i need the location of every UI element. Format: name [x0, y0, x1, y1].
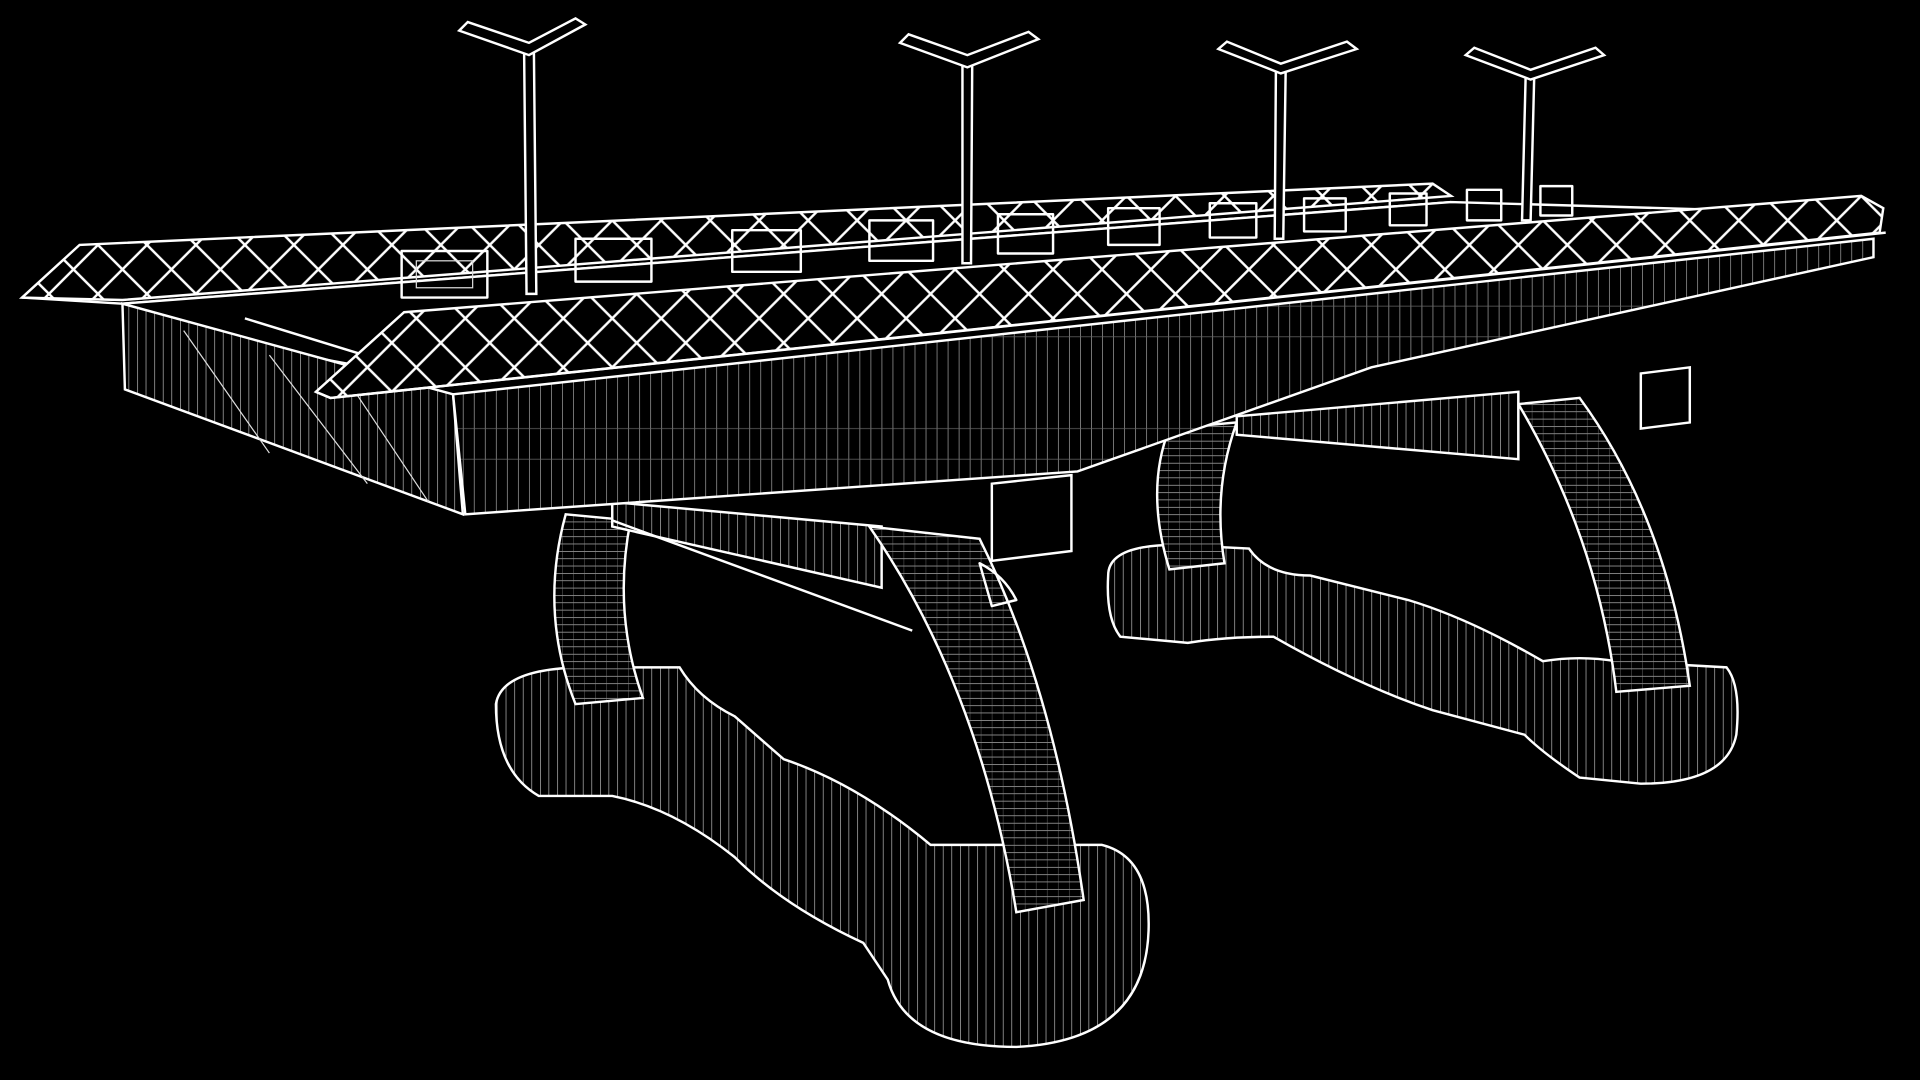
planter-boxes [400, 184, 1574, 299]
cross-beam-front [611, 500, 913, 632]
pontoon-base-front [494, 666, 1150, 1049]
lamp-post-3 [1216, 40, 1360, 240]
cross-beam-back [1235, 390, 1520, 461]
arch-front-right [866, 525, 1086, 914]
pontoon-base-back [1106, 543, 1739, 785]
lamp-post-1 [456, 16, 588, 296]
deck-side-face [451, 237, 1875, 516]
pier-cap-front [978, 473, 1073, 608]
pier-cap-back [1639, 365, 1692, 430]
lamp-post-4 [1463, 46, 1607, 222]
lamp-post-2 [897, 30, 1041, 265]
arch-back-left [1155, 421, 1239, 571]
deck-end-face [121, 302, 465, 517]
railing-front [313, 194, 1886, 400]
arch-back-right [1516, 396, 1692, 694]
arch-front-left [553, 512, 645, 706]
